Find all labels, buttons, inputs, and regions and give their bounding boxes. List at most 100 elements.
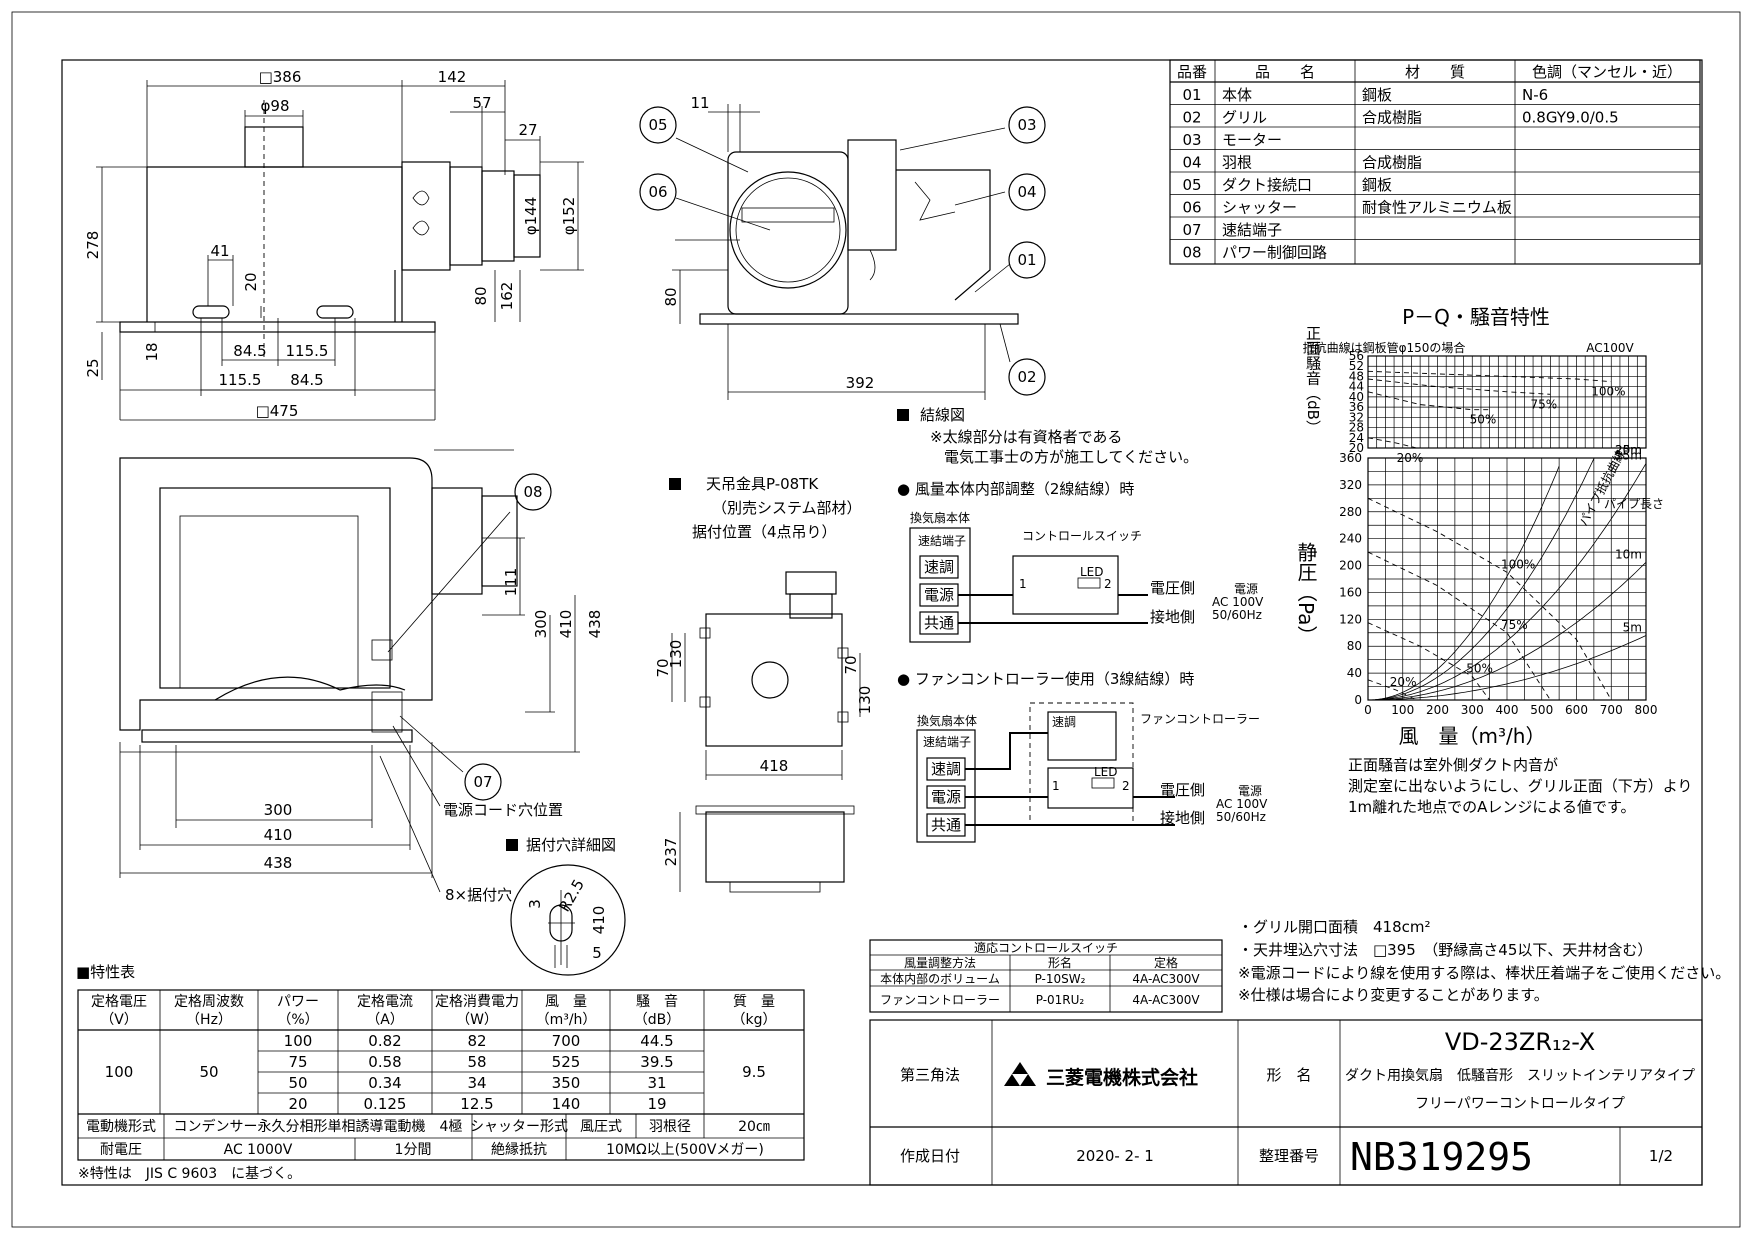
noise-tick-label: 44 xyxy=(1349,380,1364,394)
spec-cell: 525 xyxy=(552,1053,581,1071)
case1-t-common: 共通 xyxy=(924,614,954,632)
case2-t-power: 電源 xyxy=(931,788,961,806)
pq-y-tick: 120 xyxy=(1339,612,1362,626)
dim-11: 11 xyxy=(690,94,709,112)
dim-475: □475 xyxy=(256,402,299,420)
dim-162: 162 xyxy=(498,282,516,311)
chart-note-3: 1m離れた地点でのAレンジによる値です。 xyxy=(1348,798,1635,816)
hanger-dim-130: 130 xyxy=(667,640,685,669)
spec-cell: 19 xyxy=(647,1095,666,1113)
case2-n2: 2 xyxy=(1122,779,1130,793)
switch-row1-model: P-10SW₂ xyxy=(1035,972,1086,986)
spec-header-unit: （V） xyxy=(100,1012,138,1028)
spec-blade: 20㎝ xyxy=(738,1119,770,1135)
noise-series-label: 100% xyxy=(1591,385,1625,399)
chart-note-1: 正面騒音は室外側ダクト内音が xyxy=(1348,756,1558,774)
resistance-curve xyxy=(1367,466,1560,701)
spec-header-unit: （%） xyxy=(277,1012,318,1028)
parts-cell: 0.8GY9.0/0.5 xyxy=(1522,109,1619,127)
note-4: ※仕様は場合により変更することがあります。 xyxy=(1238,986,1549,1004)
parts-cell: 合成樹脂 xyxy=(1362,109,1422,127)
date-label: 作成日付 xyxy=(900,1147,960,1165)
callout-05: 05 xyxy=(648,116,667,134)
dim-20: 20 xyxy=(242,272,260,291)
creation-date: 2020- 2- 1 xyxy=(1076,1147,1154,1165)
pq-series-line xyxy=(1367,551,1551,701)
dim-98: φ98 xyxy=(261,97,290,115)
resistance-curve-label: 10m xyxy=(1615,547,1642,561)
parts-cell: モーター xyxy=(1222,131,1282,149)
dim-80: 80 xyxy=(472,286,490,305)
spec-cell: 44.5 xyxy=(640,1032,673,1050)
case1-control-switch: コントロールスイッチ xyxy=(1022,529,1142,543)
chart-title: P－Q・騒音特性 xyxy=(1402,305,1550,329)
spec-cell: 34 xyxy=(467,1074,486,1092)
case1-n1: 1 xyxy=(1019,577,1027,591)
parts-cell: 05 xyxy=(1182,176,1201,194)
resistance-curve xyxy=(1368,562,1647,701)
parts-cell: 02 xyxy=(1182,109,1201,127)
dim-278: 278 xyxy=(84,231,102,260)
parts-cell: N-6 xyxy=(1522,86,1548,104)
parts-cell: 本体 xyxy=(1222,86,1252,104)
case2-fan-controller: ファンコントローラー xyxy=(1140,712,1260,726)
wiring-diagram: 結線図 ※太線部分は有資格者である 電気工事士の方が施工してください。 ● 風量… xyxy=(897,406,1268,843)
switch-header-model: 形名 xyxy=(1048,955,1072,970)
hanger-dim-70-right: 70 xyxy=(842,655,860,674)
hanger-dim-418: 418 xyxy=(760,757,789,775)
callout-02: 02 xyxy=(1017,368,1036,386)
pq-y-tick: 40 xyxy=(1347,666,1362,680)
hanger-view: 天吊金具P-08TK （別売システム部材） 据付位置（4点吊り） 70 130 … xyxy=(654,475,874,893)
spec-withstand: AC 1000V xyxy=(224,1142,293,1158)
dim-410-vertical: 410 xyxy=(557,610,575,639)
dim-438: 438 xyxy=(264,854,293,872)
page-number: 1/2 xyxy=(1649,1147,1673,1165)
front-view: 05 06 03 04 01 02 11 80 392 xyxy=(639,94,1046,400)
case1-t-speed: 速調 xyxy=(924,558,954,576)
case1-volt-side: 電圧側 xyxy=(1150,579,1195,597)
pq-y-tick: 240 xyxy=(1339,532,1362,546)
pq-series-line xyxy=(1367,497,1612,701)
spec-cell: 82 xyxy=(467,1032,486,1050)
case1-ac: AC 100V xyxy=(1212,595,1264,609)
dim-84-5-b: 84.5 xyxy=(290,371,323,389)
spec-cell: 58 xyxy=(467,1053,486,1071)
callout-07: 07 xyxy=(473,773,492,791)
switch-table: 適応コントロールスイッチ 風量調整方法 形名 定格 本体内部のボリューム P-1… xyxy=(869,939,1223,1013)
dim-410: 410 xyxy=(264,826,293,844)
parts-cell: パワー制御回路 xyxy=(1222,244,1327,262)
spec-cell: 0.58 xyxy=(368,1053,401,1071)
title-block: 第三角法 三菱電機株式会社 形 名 VD-23ZR₁₂-X ダクト用換気扇 低騒… xyxy=(869,1019,1703,1186)
number-label: 整理番号 xyxy=(1259,1147,1319,1165)
case1-n2: 2 xyxy=(1104,577,1112,591)
noise-tick-label: 20 xyxy=(1349,441,1364,455)
case2-led: LED xyxy=(1094,765,1118,779)
mount-holes-label: 8×据付穴 xyxy=(445,886,512,904)
parts-header-material: 材 質 xyxy=(1405,63,1465,81)
pq-x-tick: 200 xyxy=(1426,703,1449,717)
spec-header: 騒 音 xyxy=(636,993,678,1010)
dim-84-5-a: 84.5 xyxy=(233,342,266,360)
mount-detail-marker-icon xyxy=(506,839,518,851)
pq-y-tick: 280 xyxy=(1339,505,1362,519)
dim-386: □386 xyxy=(259,68,302,86)
callout-03: 03 xyxy=(1017,116,1036,134)
hanger-dim-70: 70 xyxy=(654,658,672,677)
spec-cell: 0.34 xyxy=(368,1074,401,1092)
parts-cell: 01 xyxy=(1182,86,1201,104)
model-name-label: 形 名 xyxy=(1266,1066,1311,1084)
resistance-length-label: パイプ長さ xyxy=(1604,497,1664,511)
spec-table: ■特性表 定格電圧（V）定格周波数（Hz）パワー（%）定格電流（A）定格消費電力… xyxy=(76,963,805,1182)
case2-speed: 速調 xyxy=(1052,715,1076,729)
spec-header: 風 量 xyxy=(545,994,587,1010)
spec-shutter: 風圧式 xyxy=(580,1119,622,1135)
switch-row2-rating: 4A-AC300V xyxy=(1132,993,1200,1007)
pq-series-label: 20% xyxy=(1390,675,1417,689)
hanger-marker-icon xyxy=(669,478,681,490)
sheet-border xyxy=(11,11,1741,1228)
case2-ground-side: 接地側 xyxy=(1160,809,1205,827)
pq-y-tick: 360 xyxy=(1339,451,1362,465)
case1-led: LED xyxy=(1080,565,1104,579)
